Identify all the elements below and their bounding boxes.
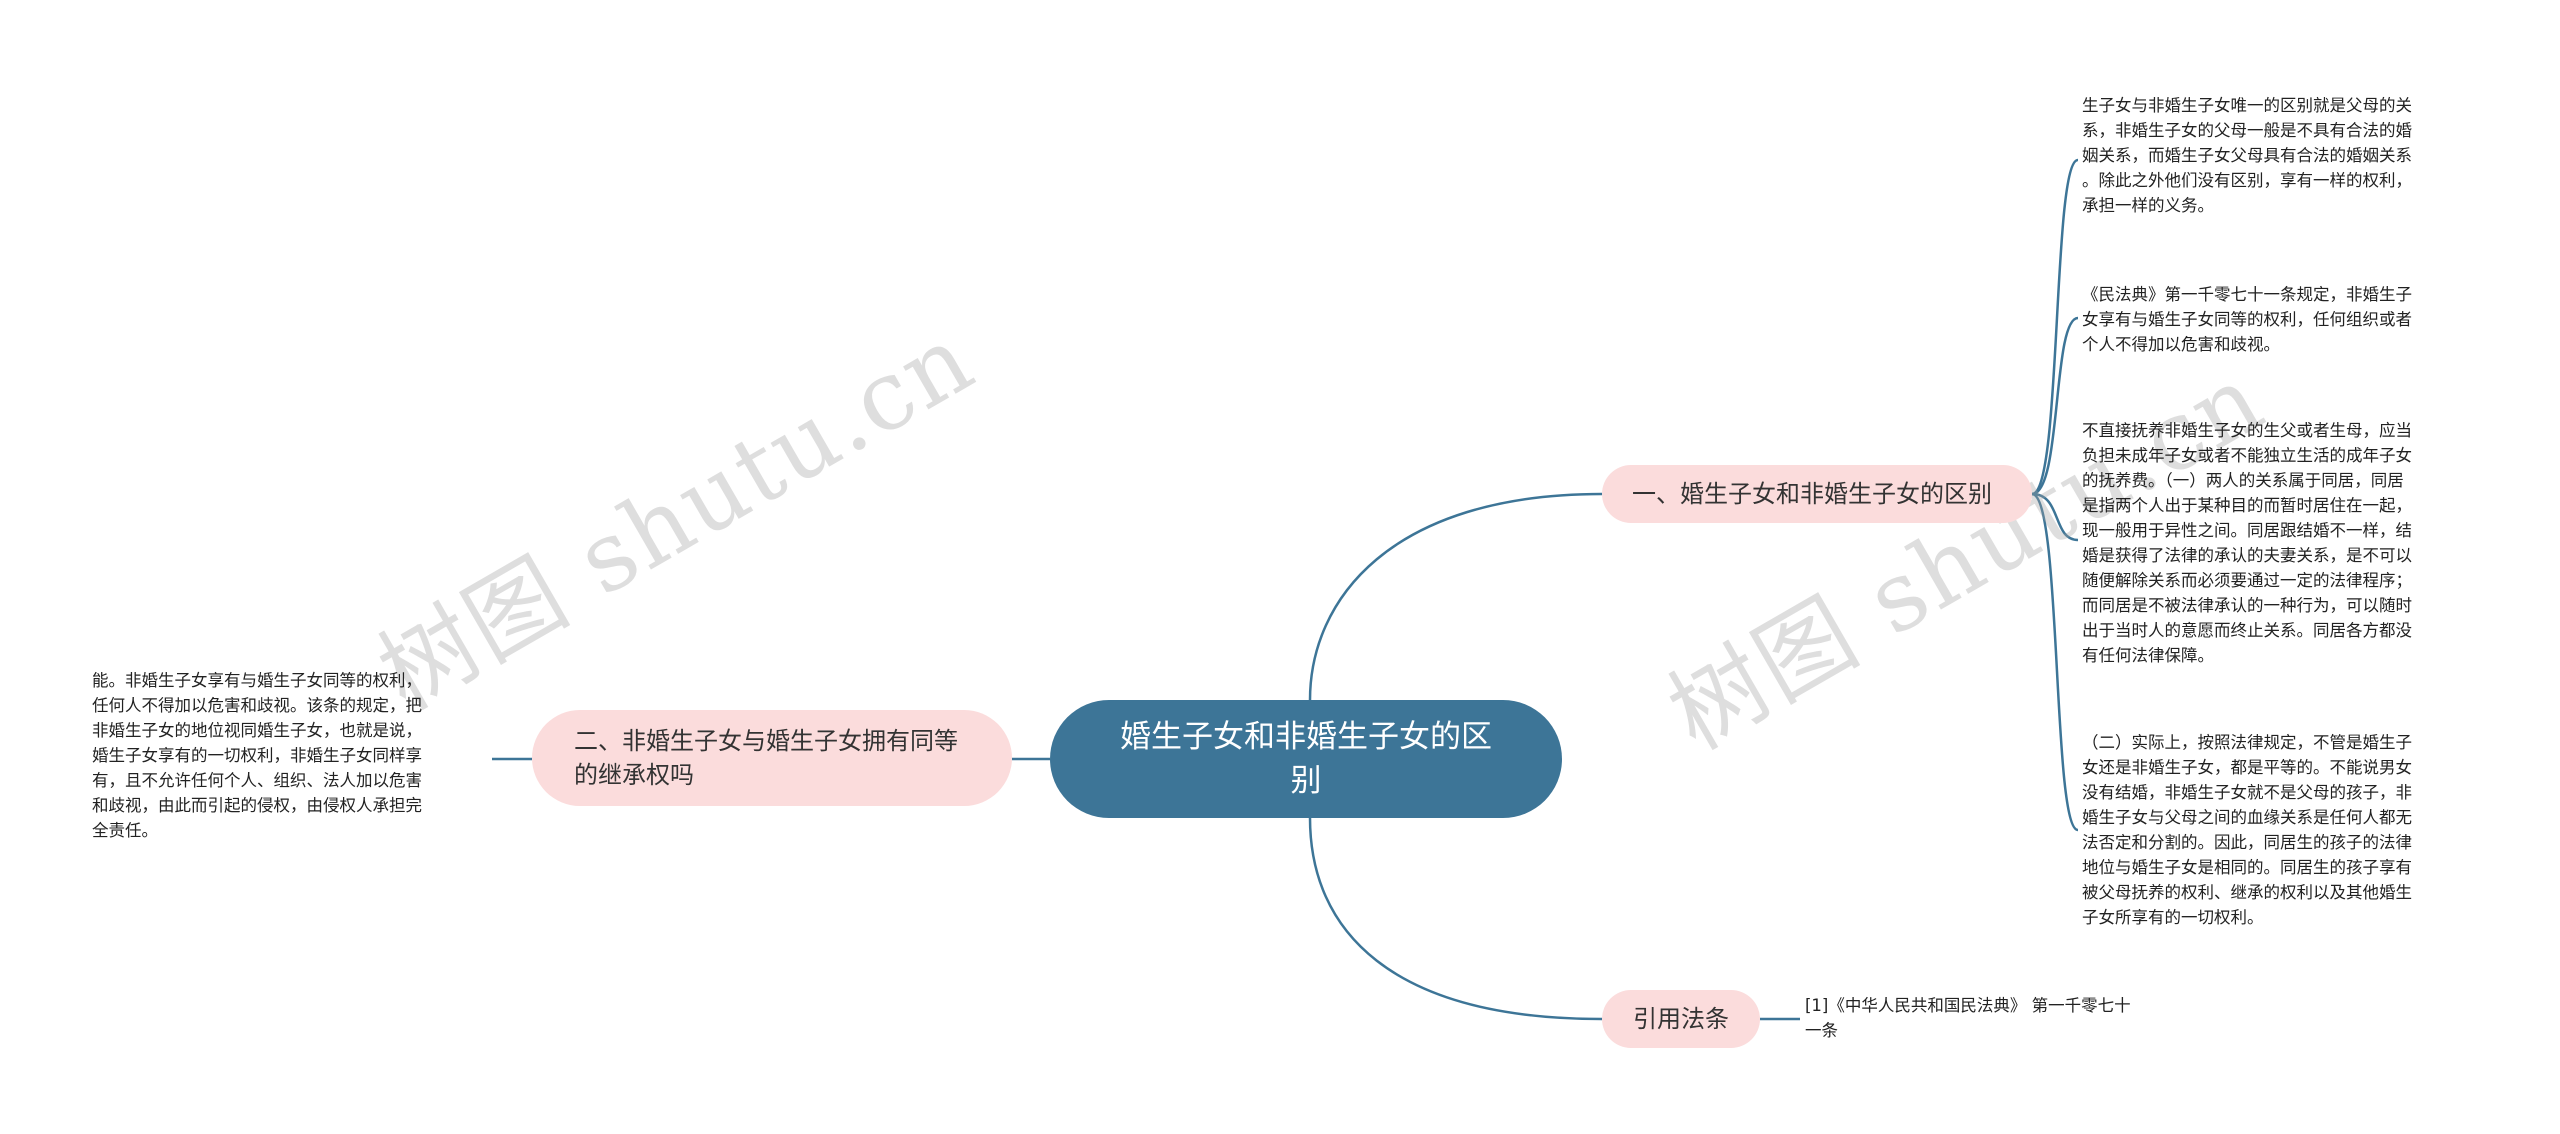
leaf-node-difference-3: 不直接抚养非婚生子女的生父或者生母，应当 负担未成年子女或者不能独立生活的成年子… xyxy=(2082,421,2412,665)
leaf-node-inheritance-1: 能。非婚生子女享有与婚生子女同等的权利， 任何人不得加以危害和歧视。该条的规定，… xyxy=(92,671,422,840)
branch-label: 二、非婚生子女与婚生子女拥有同等的继承权吗 xyxy=(574,727,958,789)
branch-node-difference[interactable]: 一、婚生子女和非婚生子女的区别 xyxy=(1602,465,2032,523)
leaf-node-difference-2: 《民法典》第一千零七十一条规定，非婚生子 女享有与婚生子女同等的权利，任何组织或… xyxy=(2082,285,2412,354)
branch-node-inheritance[interactable]: 二、非婚生子女与婚生子女拥有同等的继承权吗 xyxy=(532,710,1012,806)
branch-label: 一、婚生子女和非婚生子女的区别 xyxy=(1632,480,1992,508)
connector-branch1-leaf3 xyxy=(2031,492,2079,542)
root-node[interactable]: 婚生子女和非婚生子女的区别 xyxy=(1050,700,1562,818)
connector-branch1-leaf2 xyxy=(2031,316,2079,496)
leaf-node-difference-4: （二）实际上，按照法律规定，不管是婚生子 女还是非婚生子女，都是平等的。不能说男… xyxy=(2082,733,2412,927)
branch-label: 引用法条 xyxy=(1633,1005,1729,1033)
connector-branch1-leaf4 xyxy=(2031,492,2079,832)
connector-branch1-leaf1 xyxy=(2031,158,2079,496)
leaf-node-citation-1: [1]《中华人民共和国民法典》 第一千零七十 一条 xyxy=(1805,996,2131,1040)
connector-root-branch1 xyxy=(1308,492,1603,701)
leaf-node-difference-1: 生子女与非婚生子女唯一的区别就是父母的关 系，非婚生子女的父母一般是不具有合法的… xyxy=(2082,96,2412,215)
connector-root-branch3 xyxy=(1308,817,1603,1021)
branch-node-citation[interactable]: 引用法条 xyxy=(1602,990,1760,1048)
